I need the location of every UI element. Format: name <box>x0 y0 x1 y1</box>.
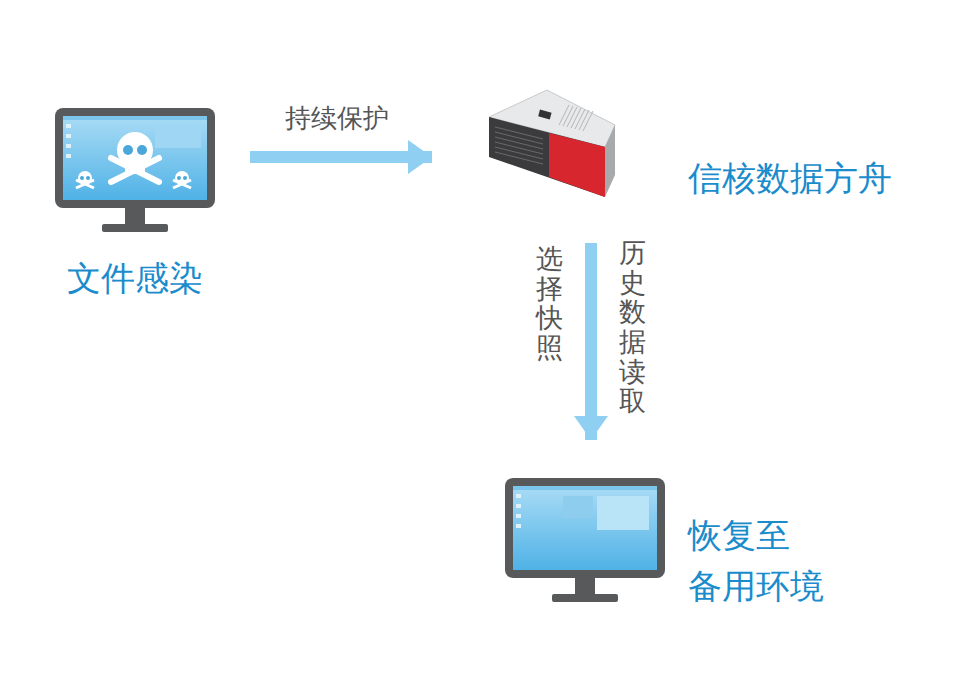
monitor-base <box>552 594 618 602</box>
small-skull <box>76 171 94 188</box>
device-node: 恢复至 备用环境 <box>500 440 840 616</box>
server-vent <box>583 111 593 131</box>
server-slot <box>495 132 543 144</box>
server-front <box>489 117 605 197</box>
server-vent <box>571 108 581 128</box>
screen-panel <box>563 496 593 518</box>
server-slot <box>495 137 543 149</box>
small-skull <box>173 171 191 188</box>
flow-arrow <box>250 151 432 163</box>
screen-bar <box>513 486 657 490</box>
monitor-frame <box>55 108 215 208</box>
flow-arrow <box>585 243 597 440</box>
server-panel <box>549 133 605 197</box>
device-node: 文件感染 <box>50 108 250 308</box>
screen-bar <box>63 116 207 120</box>
screen-icon <box>516 504 521 508</box>
screen-icon <box>516 494 521 498</box>
node-label: 恢复至 备用环境 <box>688 510 831 612</box>
screen-icon <box>516 524 521 528</box>
screen-panel <box>155 126 201 148</box>
server-slot <box>495 147 543 159</box>
server-vent <box>563 106 573 126</box>
server-vent <box>575 109 585 129</box>
screen-icon <box>66 134 71 138</box>
monitor-frame <box>505 478 665 578</box>
monitor-base <box>102 224 168 232</box>
server-port <box>538 110 551 120</box>
monitor-neck <box>575 578 595 596</box>
monitor-screen <box>63 116 207 200</box>
monitor-neck <box>125 208 145 226</box>
node-label: 文件感染 <box>50 253 220 304</box>
server-slot <box>495 142 543 154</box>
step-label: 历史数据读取 <box>619 239 646 417</box>
screen-icon <box>66 144 71 148</box>
screen-icon <box>66 154 71 158</box>
server-side <box>605 125 615 197</box>
monitor-screen <box>513 486 657 570</box>
monitor-illustration <box>55 108 220 238</box>
device-node: 信核数据方舟 <box>432 85 922 211</box>
screen-icon <box>66 124 71 128</box>
monitor-illustration <box>505 478 670 608</box>
server-slot <box>495 152 543 164</box>
screen-panel <box>597 496 649 530</box>
server-vent <box>559 105 569 125</box>
server-vent <box>579 110 589 130</box>
server-slot <box>495 127 543 139</box>
node-label: 信核数据方舟 <box>688 153 918 204</box>
skull-symbol <box>111 132 159 182</box>
server-vent <box>567 107 577 127</box>
server-illustration <box>487 85 622 207</box>
screen-icon <box>516 514 521 518</box>
edge-label: 持续保护 <box>285 103 389 134</box>
edge-label: 选择快照 <box>536 245 563 364</box>
